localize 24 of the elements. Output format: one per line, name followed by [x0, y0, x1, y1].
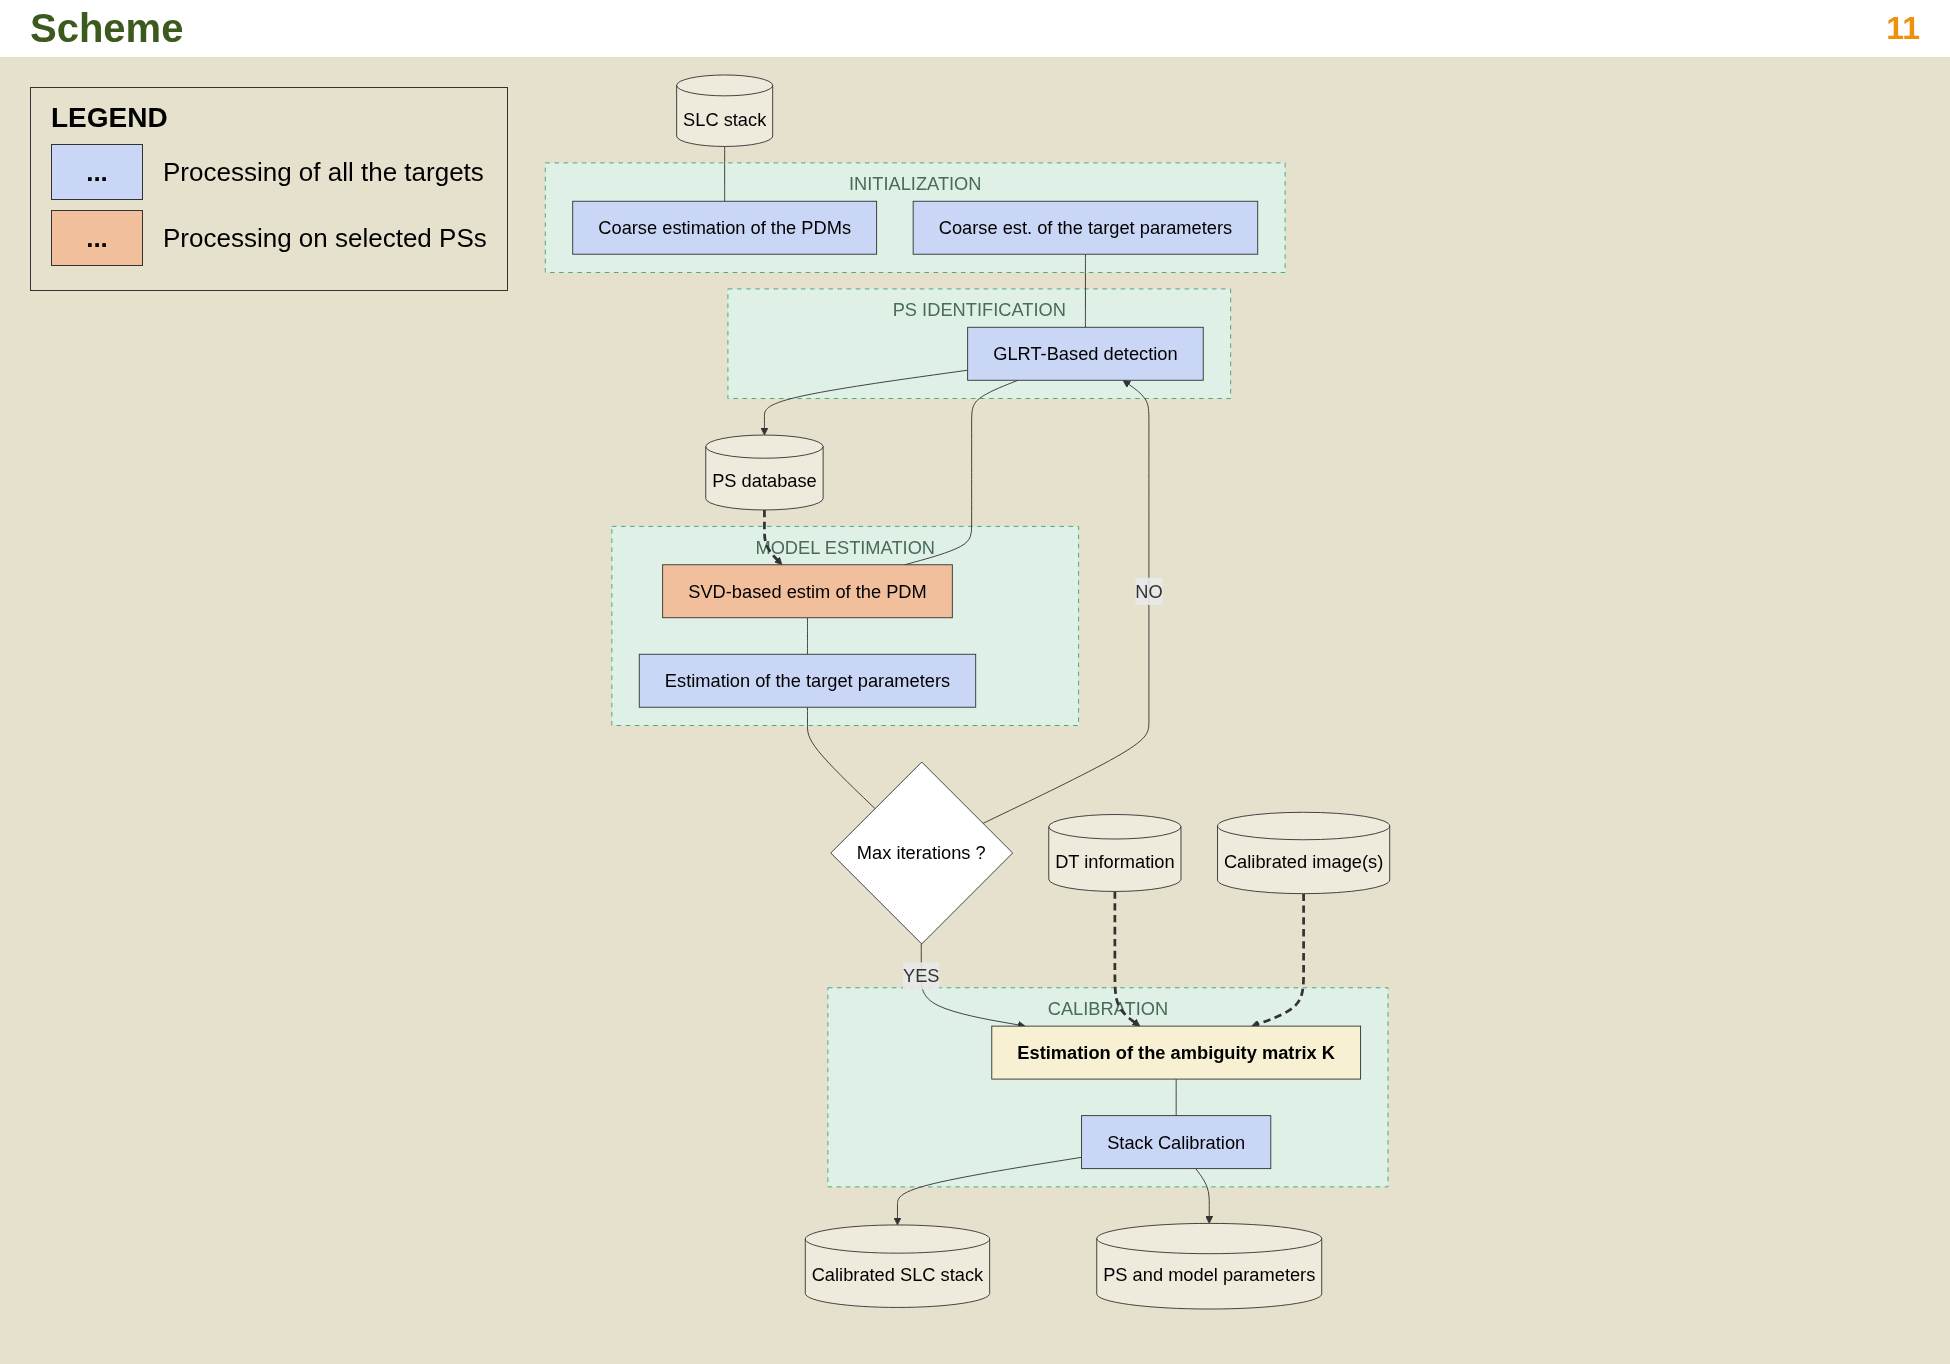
legend-swatch: ... — [51, 210, 143, 266]
legend-title: LEGEND — [51, 102, 169, 134]
page-number: 11 — [1886, 10, 1920, 47]
arrow — [1113, 891, 1140, 1027]
node-box: Stack Calibration — [1080, 1115, 1271, 1170]
edge-label: YES — [902, 965, 940, 986]
connector — [806, 706, 876, 809]
node-box: GLRT-Based detection — [966, 326, 1204, 381]
edge-label: NO — [1134, 581, 1163, 602]
node-box: Estimation of the ambiguity matrix K — [991, 1025, 1361, 1080]
arrow — [762, 509, 783, 566]
slide-title: Scheme — [30, 6, 184, 51]
connector — [1084, 253, 1086, 328]
legend-swatch: ... — [51, 144, 143, 200]
connector — [806, 617, 808, 655]
legend-text: Processing of all the targets — [163, 156, 484, 188]
node-box: SVD-based estim of the PDM — [661, 564, 953, 619]
connector — [1175, 1078, 1177, 1117]
node-diamond: Max iterations ? — [830, 761, 1013, 945]
node-box: Estimation of the target parameters — [638, 653, 976, 708]
node-box: Coarse est. of the target parameters — [912, 200, 1258, 255]
connector — [723, 146, 725, 202]
node-box: Coarse estimation of the PDMs — [572, 200, 877, 255]
legend-text: Processing on selected PSs — [163, 222, 487, 254]
